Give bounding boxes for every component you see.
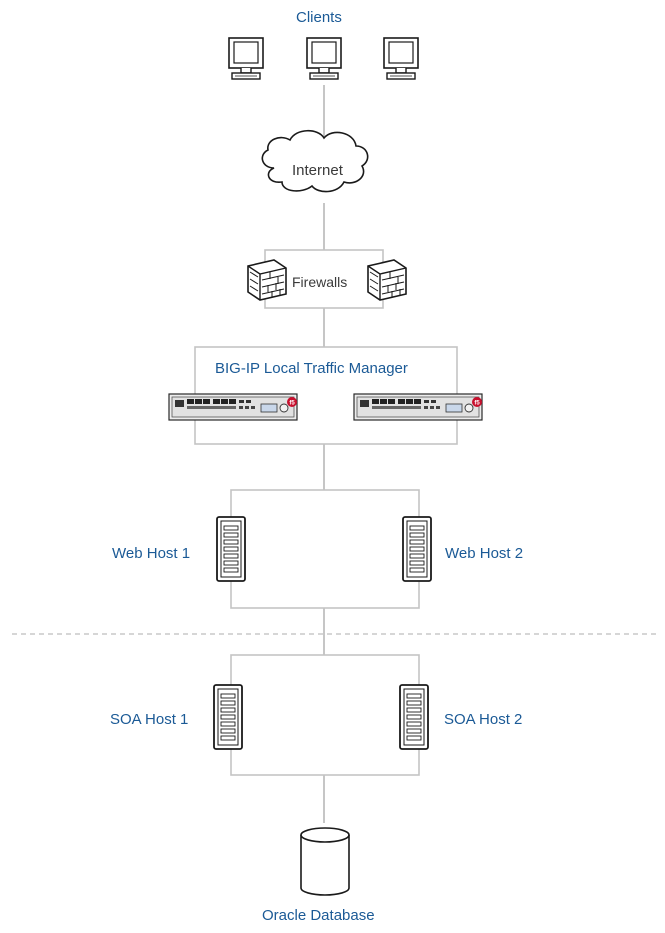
database-cylinder-icon [300, 827, 350, 896]
big-ip-appliance-icon [168, 393, 298, 421]
soa-host-2-label: SOA Host 2 [444, 711, 523, 728]
firewall-icon [247, 259, 287, 301]
internet-label: Internet [292, 162, 343, 179]
server-tower-icon [216, 516, 246, 582]
web-host-1-label: Web Host 1 [112, 545, 191, 562]
server-tower-icon [402, 516, 432, 582]
clients-label: Clients [296, 9, 342, 26]
ltm-label: BIG-IP Local Traffic Manager [215, 360, 408, 377]
firewall-icon [367, 259, 407, 301]
web-hosts-frame [230, 489, 420, 609]
server-tower-icon [399, 684, 429, 750]
web-host-2-label: Web Host 2 [445, 545, 524, 562]
monitor-icon [383, 37, 419, 80]
monitor-icon [228, 37, 264, 80]
soa-host-1-label: SOA Host 1 [110, 711, 189, 728]
cloud-icon [261, 129, 369, 193]
server-tower-icon [213, 684, 243, 750]
firewalls-label: Firewalls [292, 274, 348, 290]
big-ip-appliance-icon [353, 393, 483, 421]
monitor-icon [306, 37, 342, 80]
soa-hosts-frame [230, 654, 420, 776]
oracle-database-label: Oracle Database [262, 907, 375, 924]
